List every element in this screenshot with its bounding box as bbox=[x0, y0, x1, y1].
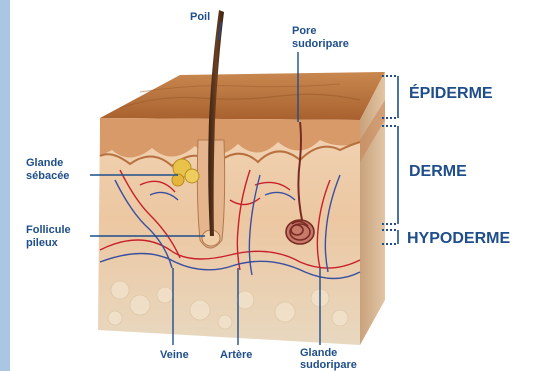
label-epiderme: ÉPIDERME bbox=[409, 83, 493, 102]
label-glande-sebacee-line2: sébacée bbox=[26, 170, 69, 182]
skin-top-surface bbox=[100, 72, 385, 120]
sweat-gland-coil bbox=[286, 220, 314, 244]
label-veine: Veine bbox=[160, 349, 189, 361]
label-pore-line2: sudoripare bbox=[292, 38, 349, 50]
label-follicule-line1: Follicule bbox=[26, 224, 71, 236]
label-glande-sebacee-line1: Glande bbox=[26, 157, 63, 169]
label-poil: Poil bbox=[190, 11, 210, 23]
label-artere: Artère bbox=[220, 349, 252, 361]
label-follicule-line2: pileux bbox=[26, 237, 59, 249]
skin-block bbox=[98, 10, 385, 345]
label-pore-line1: Pore bbox=[292, 25, 316, 37]
label-glande-sudoripare-line2: sudoripare bbox=[300, 359, 357, 371]
label-glande-sudoripare-line1: Glande bbox=[300, 347, 337, 359]
label-derme: DERME bbox=[409, 163, 467, 180]
label-hypoderme: HYPODERME bbox=[407, 230, 510, 247]
